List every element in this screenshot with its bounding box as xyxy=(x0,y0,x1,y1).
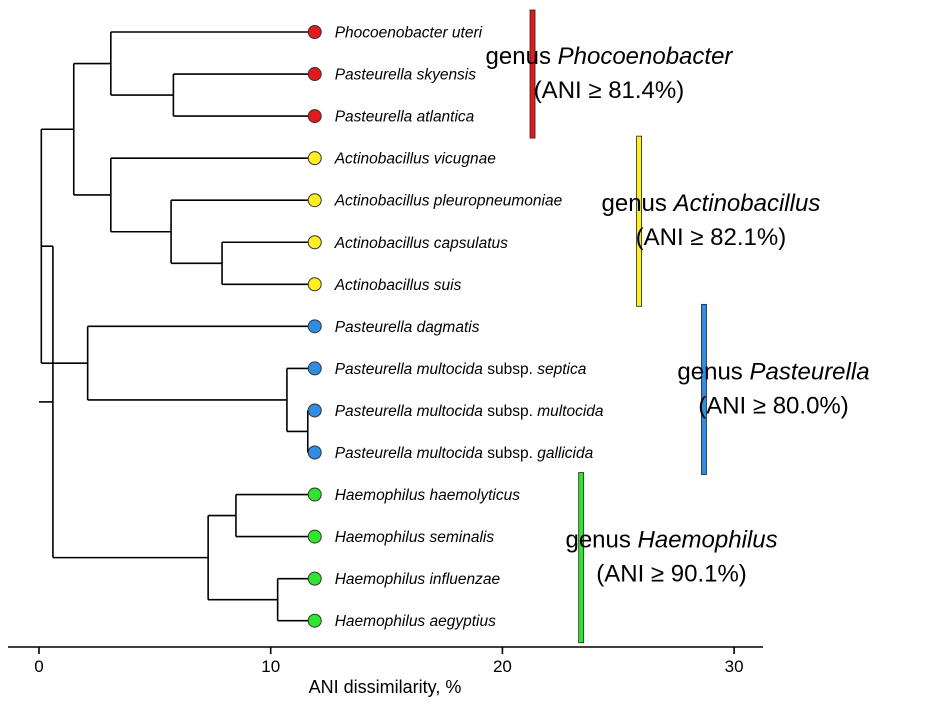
leaf-label: Phocoenobacter uteri xyxy=(335,25,483,42)
genus-name: genus Pasteurella xyxy=(677,358,869,385)
x-tick-label: 0 xyxy=(34,657,43,676)
leaf-marker xyxy=(307,277,322,292)
leaf-label: Pasteurella multocida subsp. septica xyxy=(335,361,587,378)
x-axis-ticks: 0 10 20 30 xyxy=(34,647,744,676)
leaf-label: Pasteurella dagmatis xyxy=(335,319,480,336)
genus-ani: (ANI ≥ 81.4%) xyxy=(534,77,685,104)
genus-ani: (ANI ≥ 90.1%) xyxy=(596,561,747,588)
leaf-label: Actinobacillus capsulatus xyxy=(334,235,508,252)
tree-branches xyxy=(39,31,315,622)
leaf-marker xyxy=(307,319,322,334)
leaf-marker xyxy=(307,571,322,586)
x-axis-title: ANI dissimilarity, % xyxy=(309,677,462,697)
leaf-marker xyxy=(307,109,322,124)
x-tick-label: 20 xyxy=(493,657,512,676)
genus-name: genus Haemophilus xyxy=(565,527,777,554)
leaf-label: Actinobacillus pleuropneumoniae xyxy=(334,193,563,210)
genus-bar xyxy=(701,303,707,475)
leaf-marker xyxy=(307,445,322,460)
leaf-marker xyxy=(307,151,322,166)
genus-name: genus Phocoenobacter xyxy=(486,43,734,70)
leaf-label: Pasteurella multocida subsp. gallicida xyxy=(335,445,594,462)
genus-bar xyxy=(578,472,585,644)
genus-bars xyxy=(529,9,707,644)
leaf-markers xyxy=(307,25,322,628)
genus-ani: (ANI ≥ 80.0%) xyxy=(698,392,849,419)
leaf-label: Haemophilus aegyptius xyxy=(335,613,496,630)
leaf-marker xyxy=(307,67,322,82)
leaf-marker xyxy=(307,235,322,250)
x-axis: 0 10 20 30 ANI dissimilarity, % xyxy=(8,646,763,697)
leaf-marker xyxy=(307,361,322,376)
genus-bar xyxy=(636,135,643,307)
leaf-marker xyxy=(307,487,322,502)
leaf-label: Pasteurella multocida subsp. multocida xyxy=(335,403,604,420)
leaf-marker xyxy=(307,529,322,544)
leaf-label: Haemophilus influenzae xyxy=(335,571,501,588)
genus-ani: (ANI ≥ 82.1%) xyxy=(636,224,787,251)
leaf-label: Haemophilus seminalis xyxy=(335,529,495,546)
leaf-label: Actinobacillus vicugnae xyxy=(334,151,497,168)
leaf-label: Pasteurella atlantica xyxy=(335,109,475,126)
leaf-marker xyxy=(307,193,322,208)
leaf-marker xyxy=(307,613,322,628)
genus-labels: genus Phocoenobacter (ANI ≥ 81.4%) genus A… xyxy=(486,43,870,588)
leaf-label: Actinobacillus suis xyxy=(334,277,462,294)
leaf-label: Pasteurella skyensis xyxy=(335,67,477,84)
genus-bar xyxy=(529,9,536,139)
leaf-label: Haemophilus haemolyticus xyxy=(335,487,520,504)
leaf-marker xyxy=(307,25,322,39)
x-tick-label: 10 xyxy=(261,657,280,676)
genus-name: genus Actinobacillus xyxy=(602,190,821,217)
leaf-marker xyxy=(307,403,322,418)
x-tick-label: 30 xyxy=(725,657,744,676)
